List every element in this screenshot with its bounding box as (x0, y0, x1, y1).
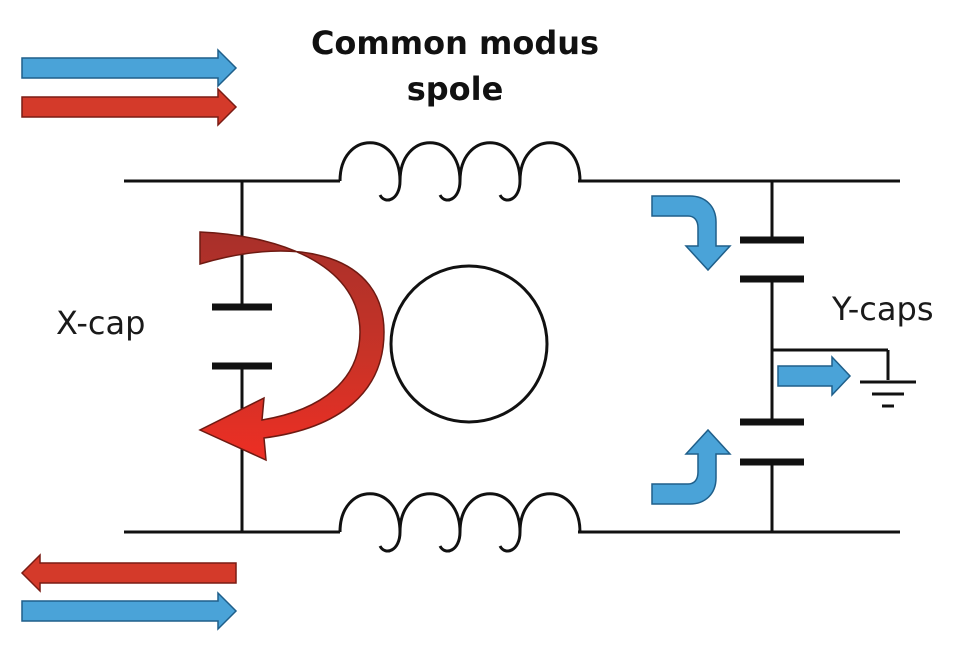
title-line-1: Common modus (310, 24, 600, 62)
bottom-left-arrows (20, 553, 238, 631)
red-swoosh-arrow (198, 231, 385, 462)
title-line-2: spole (406, 70, 504, 108)
top-inductor-coil (338, 141, 582, 182)
blue-arrow-bottom-right (21, 591, 238, 631)
diagram-title: Common modus spole (250, 20, 660, 112)
bottom-inductor-coil (338, 492, 582, 533)
bottom-inductor-loops (378, 531, 522, 553)
blue-arrow-top-right (21, 48, 238, 88)
red-arrow-top-right (21, 87, 238, 127)
blue-curved-arrow-top (651, 195, 732, 272)
blue-curved-arrow-bottom (651, 428, 732, 505)
y-caps-label: Y-caps (832, 290, 934, 328)
top-inductor-loops (378, 180, 522, 202)
red-arrow-bottom-left (20, 553, 237, 593)
x-cap-label: X-cap (56, 304, 146, 342)
blue-arrow-to-ground (777, 355, 852, 397)
inductor-core-circle (389, 264, 549, 424)
y-capacitors (740, 181, 804, 532)
top-left-arrows (21, 48, 238, 127)
ground-symbol (772, 348, 916, 408)
